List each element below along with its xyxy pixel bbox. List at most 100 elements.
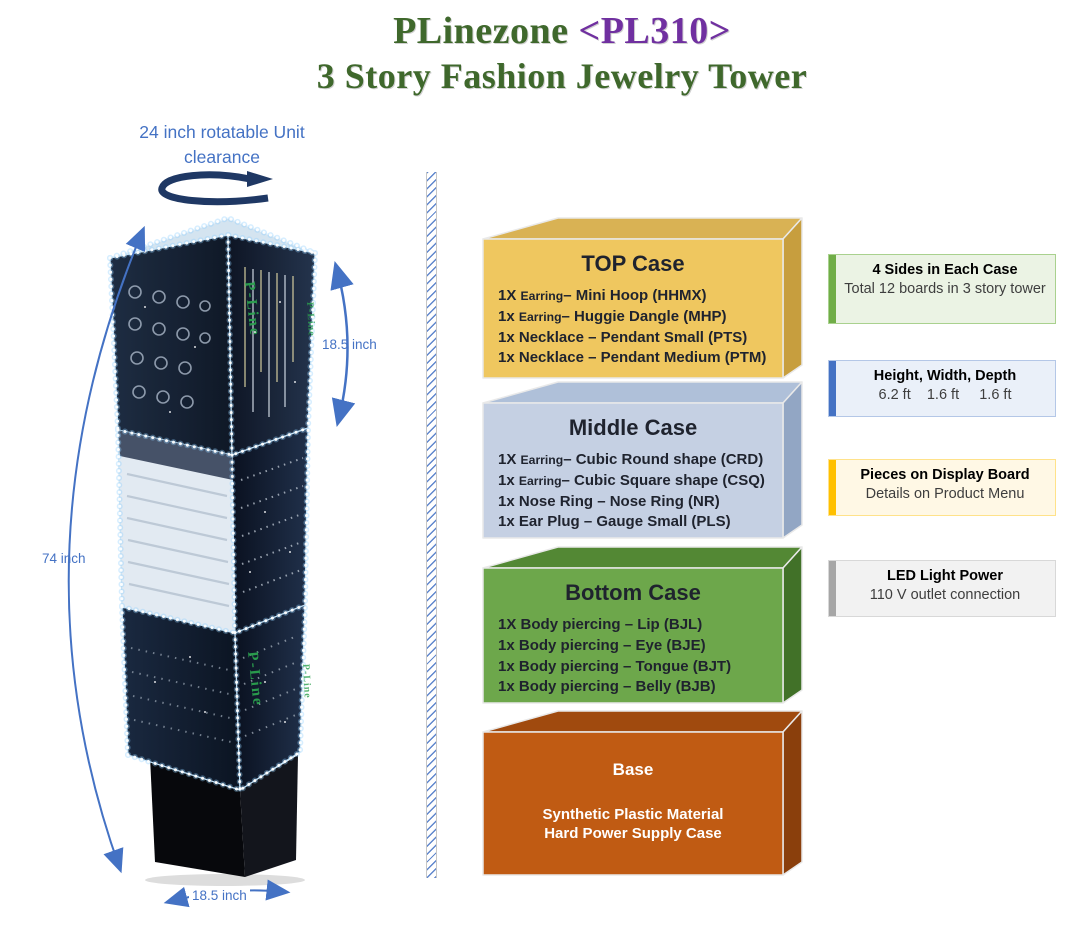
case-item: 1X Body piercing – Lip (BJL)	[498, 615, 783, 636]
case-height-arrow	[330, 261, 356, 427]
item-qty: 1x	[498, 328, 515, 346]
item-desc: – Mini Hoop (HHMX)	[563, 287, 707, 304]
card-title: LED Light Power	[887, 568, 1003, 584]
base-box-top-face	[482, 710, 803, 733]
base-box-side-face	[782, 710, 803, 876]
middle-case-box: Middle Case 1X Earring– Cubic Round shap…	[481, 379, 803, 540]
item-desc: Nose Ring – Nose Ring (NR)	[518, 492, 720, 510]
base-box: Base Synthetic Plastic Material Hard Pow…	[481, 708, 803, 877]
top-case-items: 1X Earring– Mini Hoop (HHMX) 1x Earring–…	[483, 286, 783, 369]
item-desc: Body piercing – Eye (BJE)	[518, 636, 706, 654]
item-desc: Body piercing – Belly (BJB)	[518, 678, 716, 696]
item-desc: Ear Plug – Gauge Small (PLS)	[518, 513, 731, 531]
top-case-title: TOP Case	[581, 251, 685, 276]
bottom-case-title: Bottom Case	[565, 580, 701, 605]
brand-name: PLinezone	[393, 10, 569, 52]
card-title: Pieces on Display Board	[860, 467, 1030, 483]
item-desc: – Cubic Round shape (CRD)	[563, 451, 764, 468]
card-body: Details on Product Menu	[865, 486, 1025, 502]
tower-logo-text: P-Line	[241, 281, 263, 338]
case-item: 1x Earring– Cubic Square shape (CSQ)	[498, 471, 783, 492]
item-category: Earring	[518, 473, 562, 488]
item-category: Earring	[520, 453, 564, 467]
item-qty: 1X	[498, 616, 517, 633]
info-card-pieces: Pieces on Display Board Details on Produ…	[828, 459, 1056, 516]
base-box-title: Base	[612, 760, 654, 779]
middle-case-top-face	[482, 381, 803, 404]
tower-logo-text: P-Line	[244, 651, 266, 708]
tower-story1-right-face	[227, 234, 316, 456]
card-body: 6.2 ft 1.6 ft 1.6 ft	[878, 387, 1012, 403]
item-desc: Body piercing – Tongue (BJT)	[518, 657, 732, 675]
bottom-case-side-face	[782, 546, 803, 704]
item-qty: 1X	[498, 451, 517, 468]
sparkles	[144, 301, 296, 723]
case-item: 1x Nose Ring – Nose Ring (NR)	[498, 492, 783, 513]
case-height-label: 18.5 inch	[322, 337, 377, 352]
title-line-1: PLinezone <PL310>	[36, 8, 1088, 54]
card-title: 4 Sides in Each Case	[872, 262, 1018, 278]
middle-case-side-face	[782, 381, 803, 539]
base-box-material-lines: Synthetic Plastic Material Hard Power Su…	[483, 805, 783, 843]
case-item: 1x Necklace – Pendant Medium (PTM)	[498, 348, 783, 369]
top-case-top-face	[482, 217, 803, 240]
item-desc: – Huggie Dangle (MHP)	[561, 307, 727, 325]
item-category: Earring	[518, 309, 562, 324]
item-desc: Necklace – Pendant Small (PTS)	[518, 328, 748, 346]
card-accent-bar	[829, 361, 836, 416]
top-case-shape	[482, 217, 803, 379]
tower-story2-right-face	[231, 427, 309, 634]
bottom-case-front-face	[482, 567, 784, 704]
bottom-case-top-face	[482, 546, 803, 569]
tower-photo: P-Line P-Line P-Line P-Line	[107, 214, 318, 886]
page-title: PLinezone <PL310> 3 Story Fashion Jewelr…	[36, 8, 1088, 98]
top-case-box: TOP Case 1X Earring– Mini Hoop (HHMX) 1x…	[481, 215, 803, 380]
card-accent-bar	[829, 460, 836, 515]
base-box-shape	[482, 710, 803, 876]
tower-logo-text: P-Line	[300, 664, 313, 699]
card-body: Total 12 boards in 3 story tower	[844, 281, 1046, 297]
item-qty: 1x	[498, 492, 515, 510]
tower-height-arrow	[67, 225, 146, 874]
top-case-front-face	[482, 238, 784, 379]
bottom-case-shape	[482, 546, 803, 704]
item-desc: – Cubic Square shape (CSQ)	[561, 471, 765, 489]
divider-hatch	[426, 172, 437, 878]
rotation-arrow-icon	[158, 171, 273, 206]
item-category: Earring	[520, 289, 564, 303]
middle-case-items: 1X Earring– Cubic Round shape (CRD) 1x E…	[483, 450, 783, 533]
item-qty: 1x	[498, 513, 515, 531]
card-body: 110 V outlet connection	[869, 587, 1021, 603]
middle-case-front-face	[482, 402, 784, 539]
case-item: 1x Body piercing – Tongue (BJT)	[498, 657, 783, 678]
item-qty: 1X	[498, 287, 517, 304]
case-item: 1x Ear Plug – Gauge Small (PLS)	[498, 512, 783, 533]
case-item: 1x Body piercing – Eye (BJE)	[498, 636, 783, 657]
info-card-dimensions: Height, Width, Depth 6.2 ft 1.6 ft 1.6 f…	[828, 360, 1056, 417]
item-qty: 1x	[498, 657, 515, 675]
card-title: Height, Width, Depth	[873, 368, 1017, 384]
title-subtitle: 3 Story Fashion Jewelry Tower	[316, 56, 808, 96]
base-material-line: Hard Power Supply Case	[544, 825, 722, 842]
jewelry-chains	[244, 267, 294, 417]
card-accent-bar	[829, 255, 836, 323]
info-card-sides: 4 Sides in Each Case Total 12 boards in …	[828, 254, 1056, 324]
case-item: 1X Earring– Cubic Round shape (CRD)	[498, 450, 783, 471]
model-code: <PL310>	[578, 10, 731, 52]
tower-logo-text: P-Line	[304, 302, 317, 337]
base-width-label: 18.5 inch	[189, 888, 250, 903]
case-item: 1x Necklace – Pendant Small (PTS)	[498, 328, 783, 349]
item-qty: 1x	[498, 349, 515, 367]
tower-pedestal	[150, 757, 245, 877]
tower-height-label: 74 inch	[42, 551, 86, 566]
middle-case-title: Middle Case	[568, 415, 698, 440]
base-material-line: Synthetic Plastic Material	[542, 806, 724, 823]
item-qty: 1x	[498, 678, 515, 696]
clearance-annotation: 24 inch rotatable Unit clearance	[139, 122, 305, 167]
item-qty: 1x	[498, 471, 515, 489]
case-item: 1x Earring– Huggie Dangle (MHP)	[498, 307, 783, 328]
base-box-front-face	[482, 731, 784, 876]
item-desc: Necklace – Pendant Medium (PTM)	[518, 349, 767, 367]
bottom-case-items: 1X Body piercing – Lip (BJL) 1x Body pie…	[483, 615, 783, 698]
